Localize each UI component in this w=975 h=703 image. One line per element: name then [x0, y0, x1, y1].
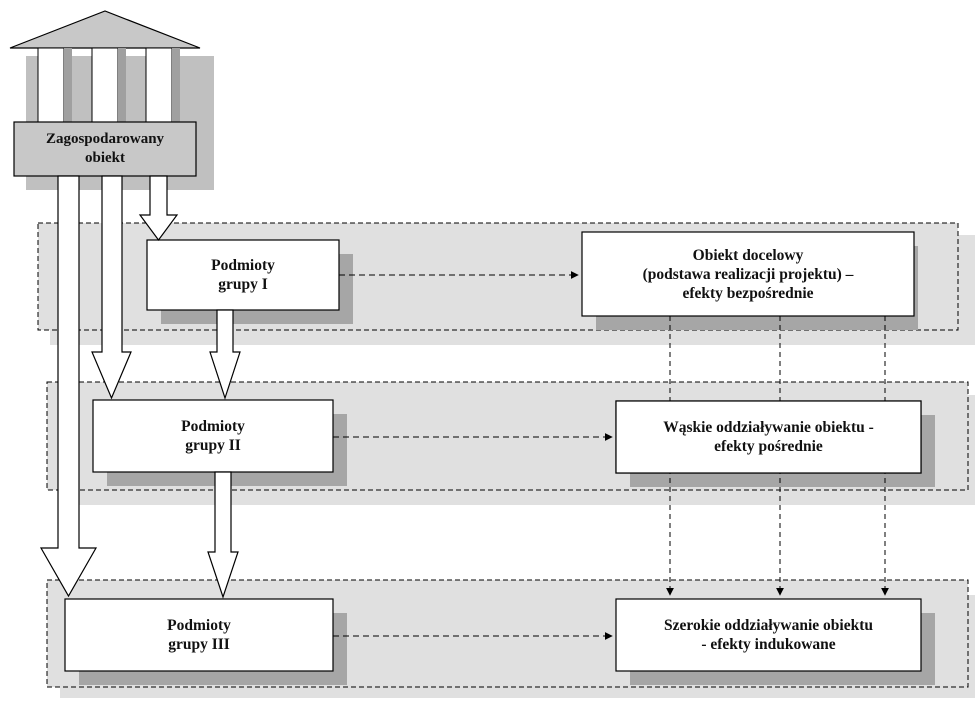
- hollow-arrow-group-2-to-3: [207, 471, 239, 599]
- group-box-2: [92, 399, 334, 473]
- building-label: Zagospodarowany obiekt: [45, 131, 165, 166]
- effect-label-indirect: Wąskie oddziaływanie obiektu - efekty po…: [663, 419, 874, 455]
- building-column-shade: [118, 48, 126, 124]
- building-column-shade: [64, 48, 72, 124]
- building-column: [37, 47, 65, 125]
- building-column: [91, 47, 119, 125]
- group-box-3: [64, 598, 334, 672]
- building-icon: [9, 10, 214, 190]
- group-box-1: [146, 239, 340, 311]
- group-label-2: Podmioty grupy II: [181, 418, 245, 454]
- effect-box-induced: [615, 598, 922, 672]
- effect-box-direct: [581, 231, 915, 317]
- hollow-arrow-group-1-to-2: [209, 309, 241, 400]
- building-column-shade: [172, 48, 180, 124]
- group-label-1: Podmioty grupy I: [211, 257, 275, 293]
- building-column: [145, 47, 173, 125]
- hollow-arrow-to-group-1: [138, 175, 179, 242]
- building-base: [13, 121, 197, 177]
- hollow-arrow-to-group-2: [91, 175, 132, 400]
- effect-label-direct: Obiekt docelowy (podstawa realizacji pro…: [642, 246, 854, 302]
- group-label-3: Podmioty grupy III: [167, 617, 231, 653]
- effect-box-indirect-overlay: [615, 400, 922, 474]
- effect-label-induced: Szerokie oddziaływanie obiektu - efekty …: [664, 617, 873, 653]
- hollow-arrow-to-group-3: [39, 175, 98, 598]
- building-roof: [9, 10, 201, 49]
